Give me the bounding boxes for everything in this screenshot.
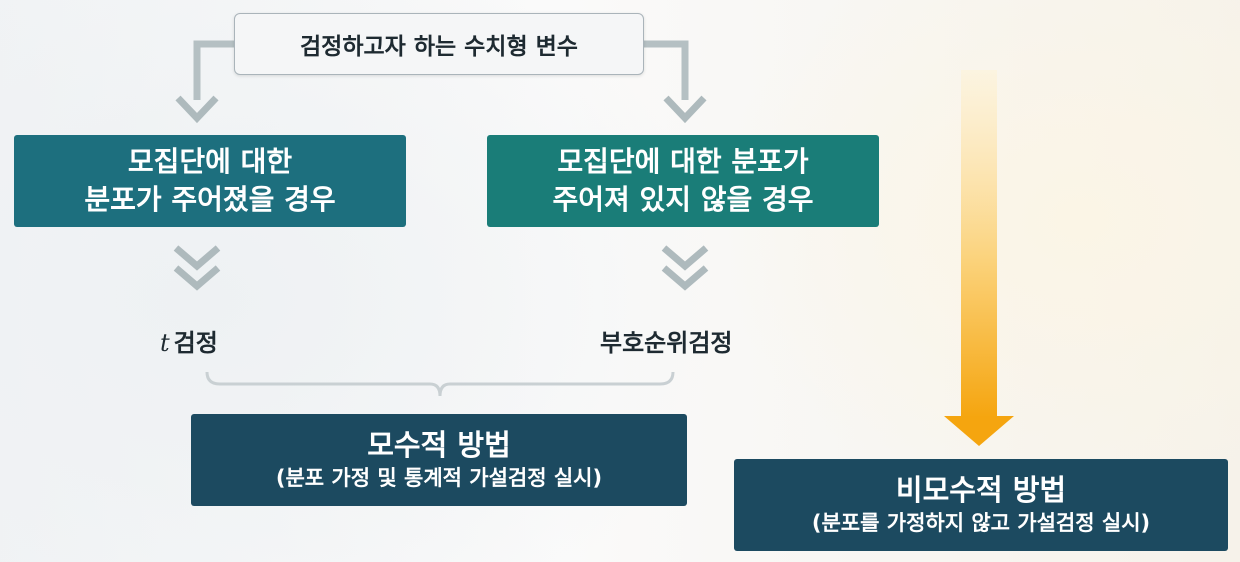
known-distribution-box: 모집단에 대한 분포가 주어졌을 경우	[14, 135, 406, 227]
parametric-title: 모수적 방법	[367, 428, 511, 462]
known-distribution-line1: 모집단에 대한	[127, 145, 293, 178]
left-elbow-arrowhead	[175, 95, 219, 124]
orange-arrow-shaft	[961, 70, 997, 418]
nonparametric-title: 비모수적 방법	[895, 473, 1067, 507]
unknown-distribution-line2: 주어져 있지 않을 경우	[552, 183, 814, 216]
right-elbow-connector	[644, 40, 689, 100]
unknown-distribution-box: 모집단에 대한 분포가 주어져 있지 않을 경우	[487, 135, 879, 227]
top-variable-text: 검정하고자 하는 수치형 변수	[300, 34, 578, 60]
known-distribution-line2: 분포가 주어졌을 경우	[84, 183, 336, 216]
left-double-chevron-icon	[173, 245, 221, 291]
t-symbol: t	[160, 329, 170, 357]
orange-arrowhead	[944, 416, 1014, 446]
unknown-distribution-line1: 모집단에 대한 분포가	[557, 145, 809, 178]
right-elbow-arrowhead	[663, 95, 707, 124]
t-test-text: 검정	[173, 329, 218, 357]
nonparametric-method-box: 비모수적 방법 (분포를 가정하지 않고 가설검정 실시)	[734, 459, 1228, 551]
top-variable-box: 검정하고자 하는 수치형 변수	[234, 13, 644, 75]
right-double-chevron-icon	[661, 245, 709, 291]
grouping-brace	[205, 371, 675, 397]
left-elbow-connector	[193, 40, 234, 100]
parametric-method-box: 모수적 방법 (분포 가정 및 통계적 가설검정 실시)	[191, 414, 687, 506]
signed-rank-test-label: 부호순위검정	[600, 329, 733, 357]
nonparametric-subtitle: (분포를 가정하지 않고 가설검정 실시)	[811, 511, 1151, 535]
parametric-subtitle: (분포 가정 및 통계적 가설검정 실시)	[275, 466, 603, 490]
